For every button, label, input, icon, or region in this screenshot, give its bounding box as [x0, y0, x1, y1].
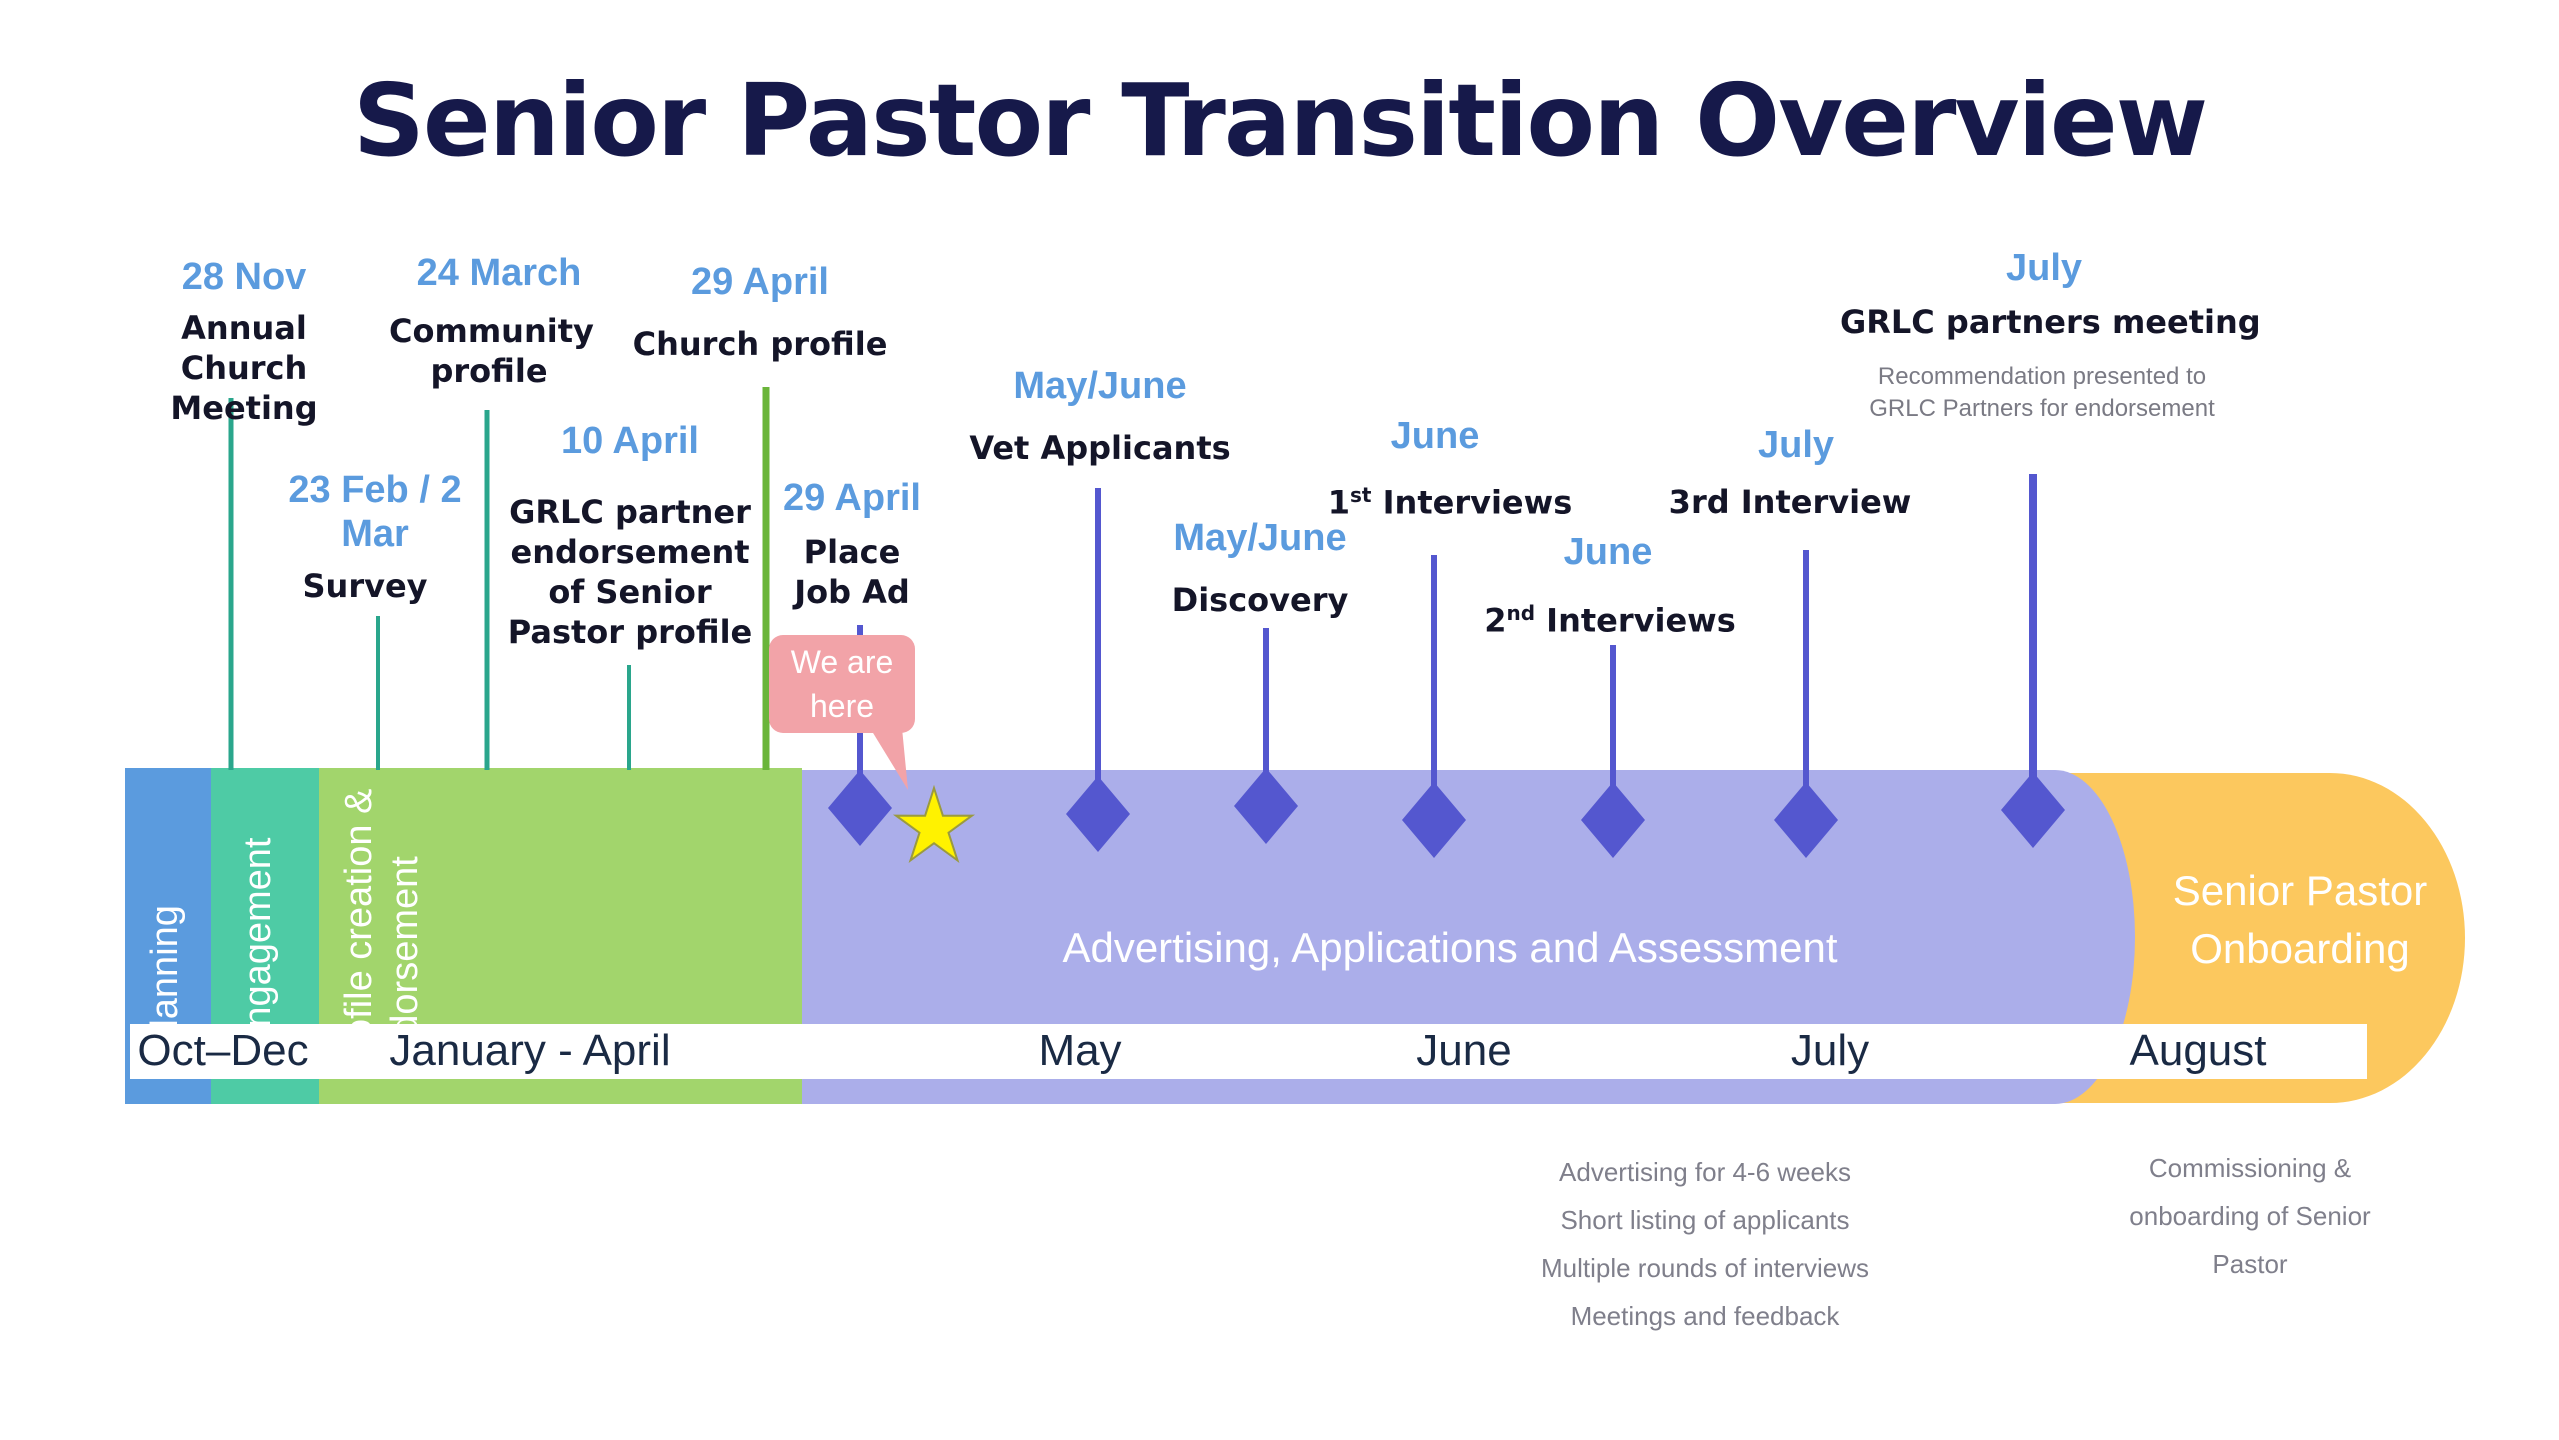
diamond-3rd-int [1774, 782, 1838, 858]
milestone-label: GRLC partner endorsement of Senior Pasto… [507, 493, 753, 651]
month-strip [130, 1024, 2367, 1079]
milestone-label: GRLC partners meeting [1840, 303, 2261, 341]
diamond-grlc [2001, 772, 2065, 848]
month-june: June [1416, 1026, 1512, 1075]
page-title: Senior Pastor Transition Overview [352, 62, 2208, 179]
star-icon [892, 784, 976, 864]
onboarding-note-3: Pastor [2212, 1249, 2288, 1279]
milestone-label: Vet Applicants [969, 429, 1231, 467]
diamond-job-ad [828, 770, 892, 846]
we-are-here-bubble: We are here [769, 635, 915, 733]
milestone-date: June [1563, 531, 1653, 573]
milestone-date: 23 Feb / 2 Mar [288, 469, 462, 555]
milestone-date: 29 April [691, 261, 829, 303]
advertising-note-1: Advertising for 4-6 weeks [1559, 1157, 1851, 1187]
milestone-date: July [1757, 424, 1835, 466]
phase-onboarding: Senior Pastor Onboarding [2172, 867, 2428, 972]
milestone-label: Church profile [632, 325, 888, 363]
milestone-date: 10 April [561, 420, 699, 462]
onboarding-band-cap [2195, 773, 2465, 1103]
milestone-label: Place Job Ad [794, 533, 910, 611]
diamond-1st-int [1402, 782, 1466, 858]
advertising-note-3: Multiple rounds of interviews [1540, 1253, 1870, 1283]
month-july: July [1790, 1026, 1870, 1075]
milestone-date: July [2005, 247, 2083, 289]
milestone-date: June [1390, 415, 1480, 457]
milestone-detail: Recommendation presented to GRLC Partner… [1869, 363, 2215, 422]
onboarding-note-2: onboarding of Senior [2129, 1201, 2371, 1231]
milestone-date: May/June [1173, 517, 1347, 559]
month-jan-apr: January - April [389, 1026, 671, 1075]
phase-engagement: Engagement [237, 837, 279, 1054]
diamond-discovery [1234, 768, 1298, 844]
we-are-here-tail [870, 728, 908, 790]
phase-planning: Planning [144, 905, 186, 1053]
phase-advertising: Advertising, Applications and Assessment [1062, 924, 1838, 971]
milestone-label: 3rd Interview [1668, 483, 1912, 521]
milestone-date: 24 March [416, 252, 582, 294]
milestone-label: 2nd Interviews [1484, 601, 1736, 640]
advertising-note-4: Meetings and feedback [1570, 1301, 1840, 1331]
milestone-date: May/June [1013, 365, 1187, 407]
onboarding-note-1: Commissioning & [2148, 1153, 2352, 1183]
advertising-note-2: Short listing of applicants [1560, 1205, 1850, 1235]
diamond-2nd-int [1581, 782, 1645, 858]
milestone-label: Discovery [1171, 581, 1349, 619]
milestone-label: 1st Interviews [1327, 483, 1573, 522]
milestone-label: Community profile [389, 312, 594, 390]
milestone-label: Survey [302, 567, 428, 605]
month-may: May [1038, 1026, 1122, 1075]
milestone-label: Annual Church Meeting [170, 309, 318, 427]
advertising-band-cap [1975, 770, 2135, 1104]
month-august: August [2129, 1026, 2267, 1075]
milestone-date: 29 April [783, 477, 921, 519]
month-oct-dec: Oct–Dec [137, 1026, 309, 1075]
milestone-date: 28 Nov [181, 256, 307, 298]
diamond-vet [1066, 776, 1130, 852]
